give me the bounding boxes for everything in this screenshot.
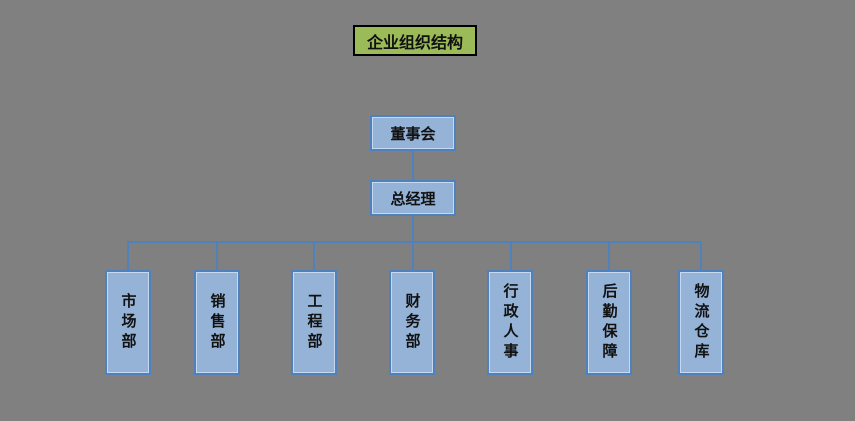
- node-dept-label: 销售部: [208, 292, 227, 353]
- node-board: 董事会: [370, 115, 456, 151]
- connector-dept-0: [127, 241, 129, 270]
- node-dept-logistics-support: 后勤保障: [586, 270, 632, 375]
- connector-dept-2: [313, 241, 315, 270]
- node-board-label: 董事会: [390, 124, 436, 143]
- node-dept-finance: 财务部: [389, 270, 435, 375]
- connector-dept-6: [700, 241, 702, 270]
- connector-dept-1: [216, 241, 218, 270]
- node-general-manager: 总经理: [370, 180, 456, 216]
- node-dept-admin-hr: 行政人事: [487, 270, 533, 375]
- node-dept-sales: 销售部: [194, 270, 240, 375]
- node-dept-engineering: 工程部: [291, 270, 337, 375]
- node-dept-label: 行政人事: [501, 282, 520, 363]
- node-dept-label: 工程部: [305, 292, 324, 353]
- node-dept-label: 后勤保障: [600, 282, 619, 363]
- connector-gm-bus: [412, 216, 414, 242]
- node-general-manager-label: 总经理: [390, 189, 436, 208]
- connector-dept-4: [510, 241, 512, 270]
- node-dept-label: 财务部: [403, 292, 422, 353]
- node-dept-marketing: 市场部: [105, 270, 151, 375]
- connector-dept-5: [608, 241, 610, 270]
- connector-dept-3: [412, 241, 414, 270]
- chart-title-box: 企业组织结构: [353, 25, 477, 56]
- chart-title: 企业组织结构: [366, 32, 463, 52]
- connector-board-gm: [412, 151, 414, 180]
- node-dept-label: 物流仓库: [692, 282, 711, 363]
- connector-horizontal-bus: [127, 241, 702, 243]
- node-dept-warehouse: 物流仓库: [678, 270, 724, 375]
- node-dept-label: 市场部: [119, 292, 138, 353]
